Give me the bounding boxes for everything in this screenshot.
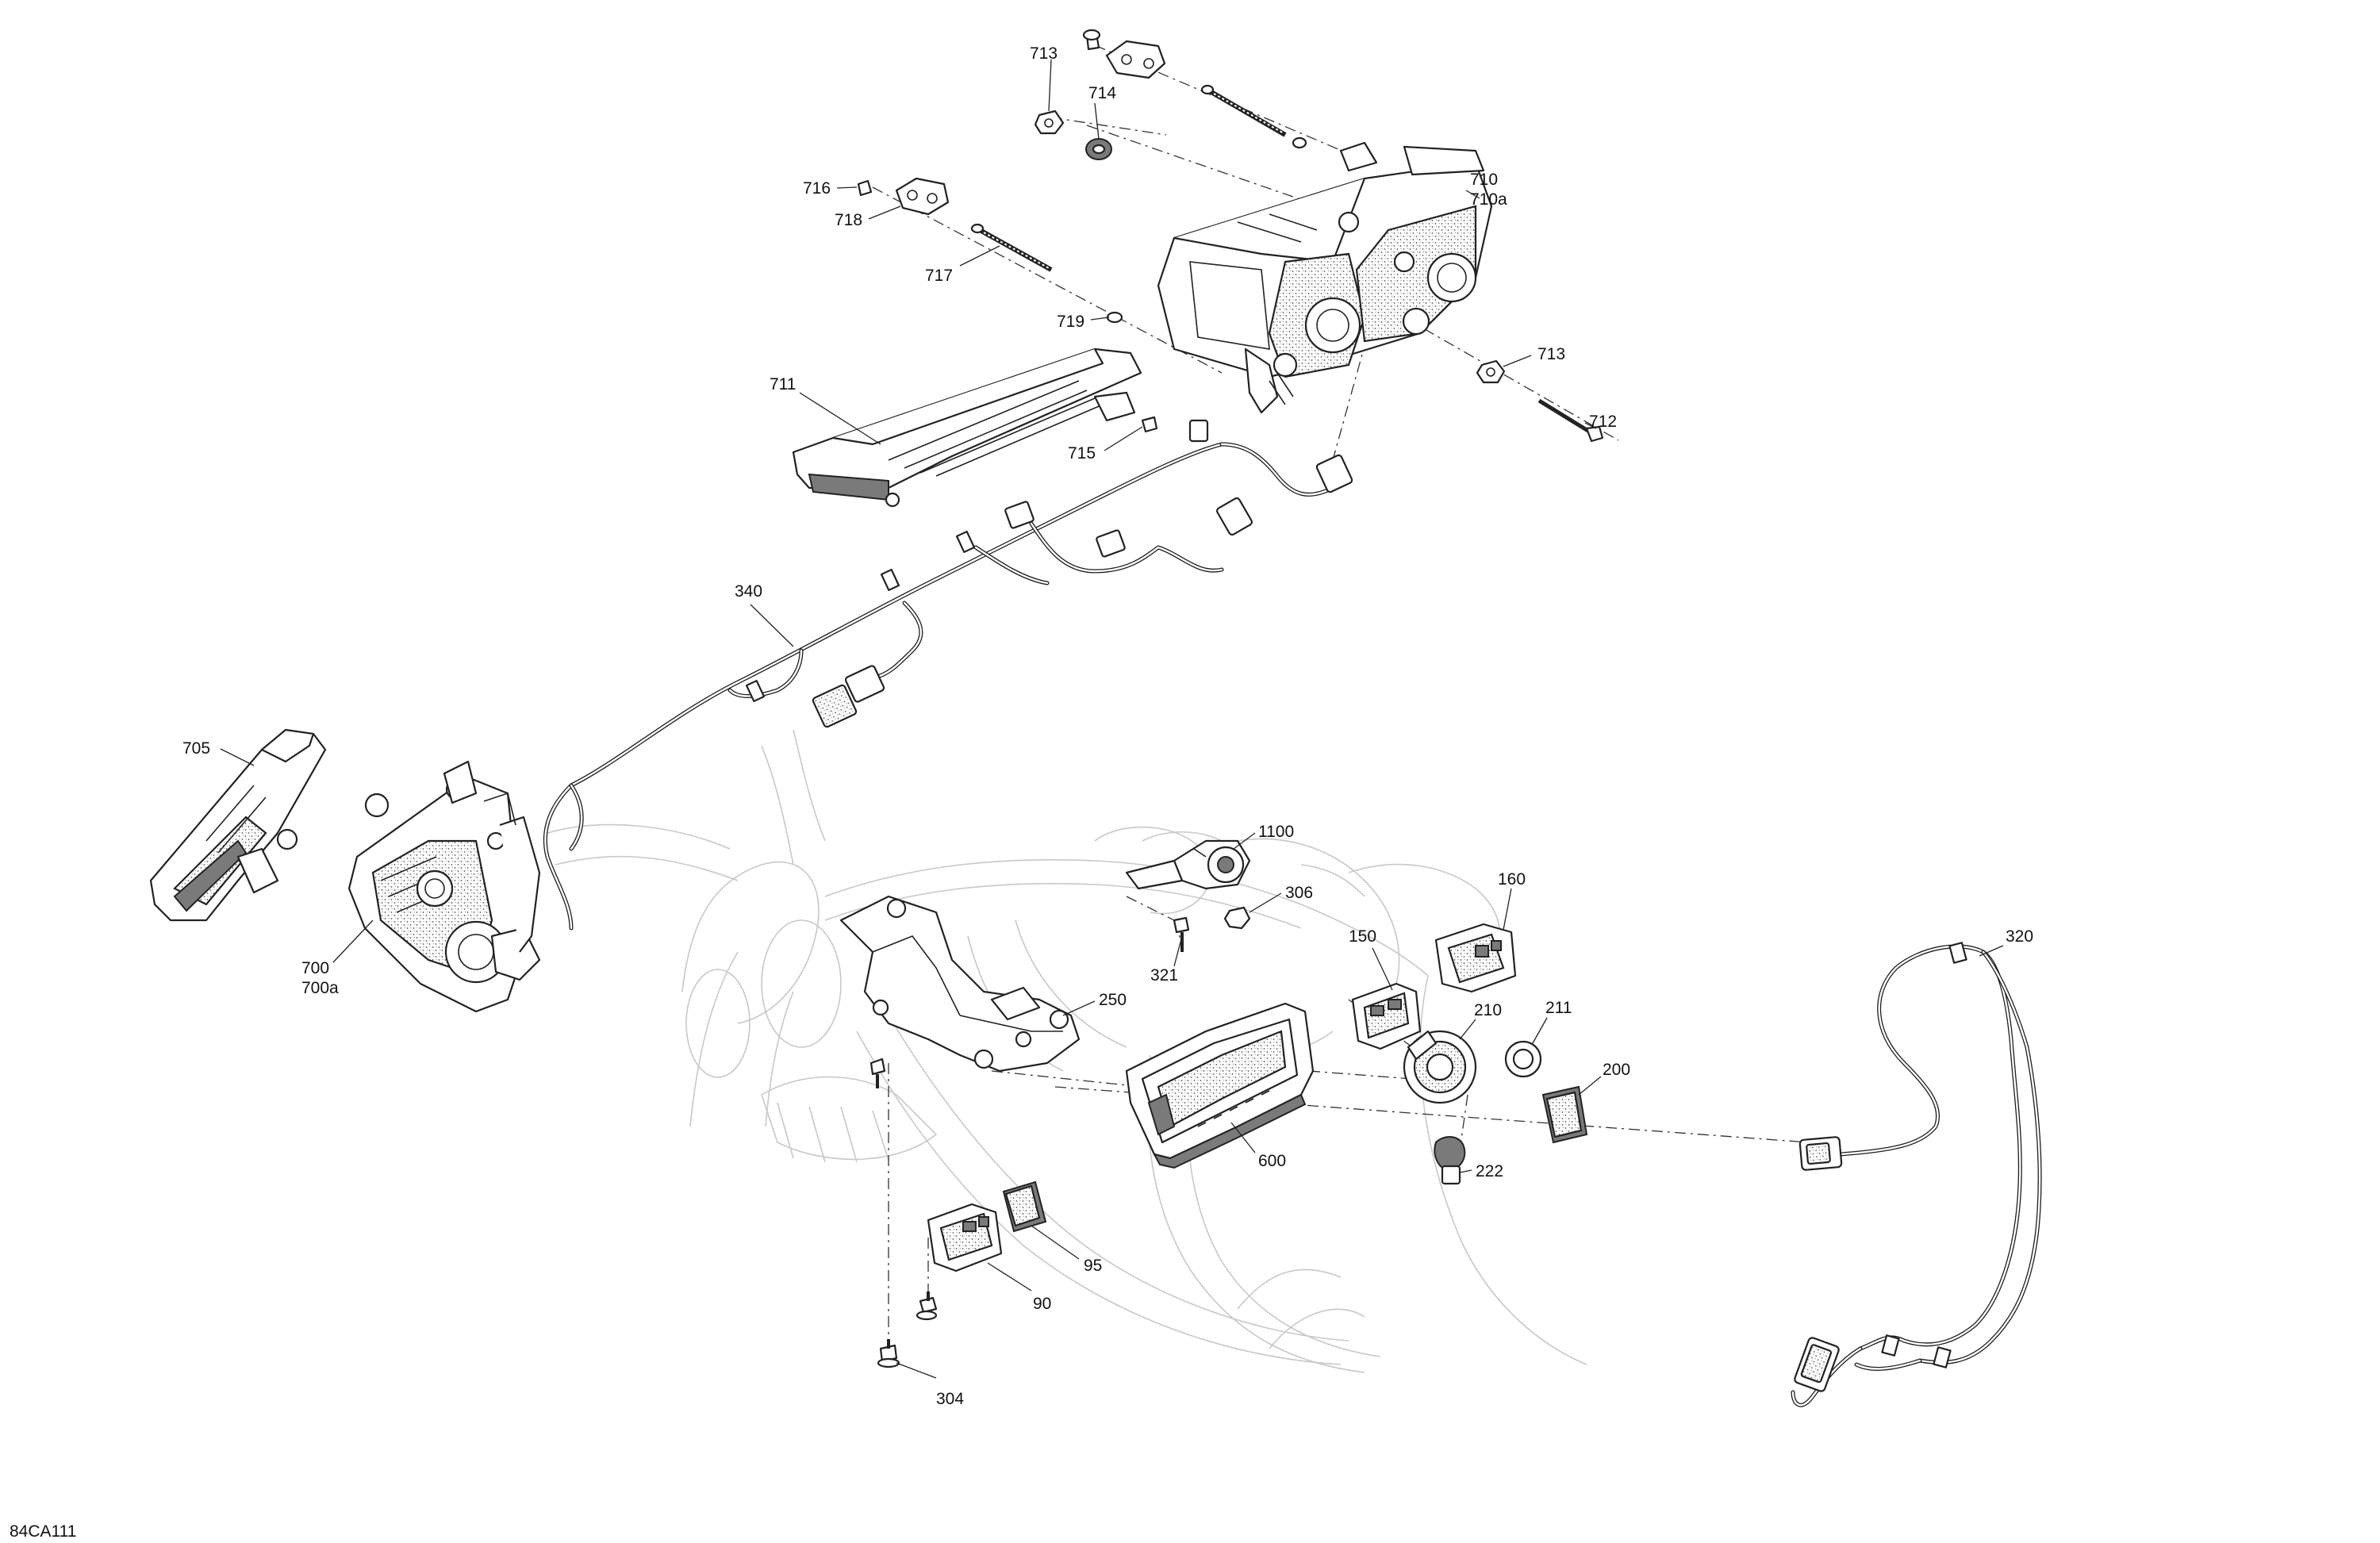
callout-700a: 700a <box>301 979 339 997</box>
callout-1100: 1100 <box>1258 823 1294 841</box>
figure-code: 84CA111 <box>10 1522 76 1541</box>
callout-160: 160 <box>1498 870 1526 889</box>
callout-710a: 710a <box>1470 190 1507 209</box>
callout-713-top: 713 <box>1030 44 1058 63</box>
switch-150 <box>1351 982 1422 1050</box>
callout-716: 716 <box>803 179 831 198</box>
bracket-250 <box>839 895 1081 1073</box>
headlight-left-assembly <box>347 760 541 1013</box>
switch-160 <box>1434 923 1517 993</box>
callout-304: 304 <box>936 1390 964 1408</box>
callout-321: 321 <box>1150 966 1178 985</box>
callout-200: 200 <box>1603 1061 1630 1079</box>
callout-705: 705 <box>182 739 210 758</box>
callout-306: 306 <box>1285 884 1313 902</box>
callout-150: 150 <box>1349 927 1376 946</box>
callout-719: 719 <box>1057 313 1084 331</box>
callout-700: 700 <box>301 959 329 977</box>
callout-labels: 713 714 716 718 717 719 710 710a 713 712… <box>10 44 2033 1541</box>
callout-210: 210 <box>1474 1001 1502 1019</box>
callout-714: 714 <box>1088 84 1116 102</box>
fasteners-top <box>857 29 1604 443</box>
callout-250: 250 <box>1099 991 1127 1009</box>
bracket-705 <box>149 728 327 922</box>
extension-harness-320 <box>1791 942 2042 1407</box>
callout-718: 718 <box>835 211 862 229</box>
cap-95 <box>1002 1180 1047 1233</box>
callout-710: 710 <box>1470 171 1498 189</box>
key-switch-210 <box>1403 1030 1477 1104</box>
callout-320: 320 <box>2006 927 2033 946</box>
callout-90: 90 <box>1033 1295 1051 1313</box>
key-222 <box>1434 1136 1466 1185</box>
headlight-right-assembly <box>1157 141 1493 414</box>
callout-712: 712 <box>1589 413 1617 431</box>
switch-1100 <box>1125 839 1251 890</box>
instrument-cluster-600 <box>1125 1002 1315 1169</box>
switch-90 <box>927 1203 1003 1272</box>
callout-340: 340 <box>735 582 762 601</box>
callout-222: 222 <box>1476 1162 1503 1180</box>
callout-717: 717 <box>925 267 953 285</box>
ring-211 <box>1504 1040 1542 1078</box>
leader-lines <box>220 59 2004 1379</box>
plug-200 <box>1541 1085 1588 1144</box>
lamp-711 <box>792 347 1158 508</box>
fasteners-middle <box>869 906 1251 1368</box>
wiring-harness-340 <box>543 419 1353 931</box>
callout-713-right: 713 <box>1537 345 1565 363</box>
callout-715: 715 <box>1068 444 1096 463</box>
callout-211: 211 <box>1545 999 1572 1017</box>
callout-600: 600 <box>1258 1152 1286 1170</box>
callout-95: 95 <box>1084 1257 1102 1275</box>
callout-711: 711 <box>770 375 796 393</box>
